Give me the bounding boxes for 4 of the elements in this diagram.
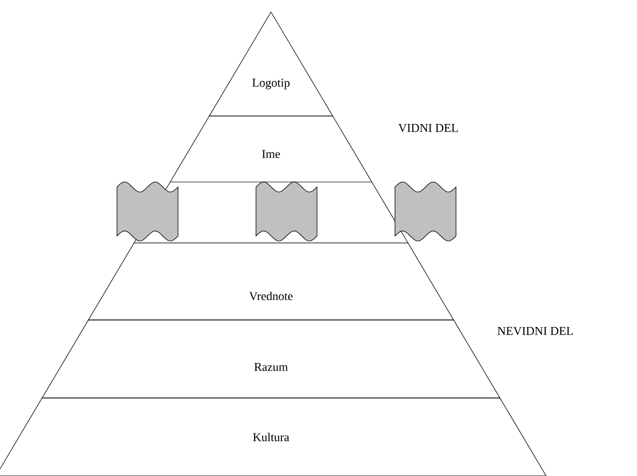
section-label: VIDNI DEL	[398, 124, 458, 132]
pyramid-band: Ime	[170, 116, 372, 182]
section-label: NEVIDNI DEL	[498, 326, 573, 335]
pyramid-band: Kultura	[0, 398, 547, 476]
